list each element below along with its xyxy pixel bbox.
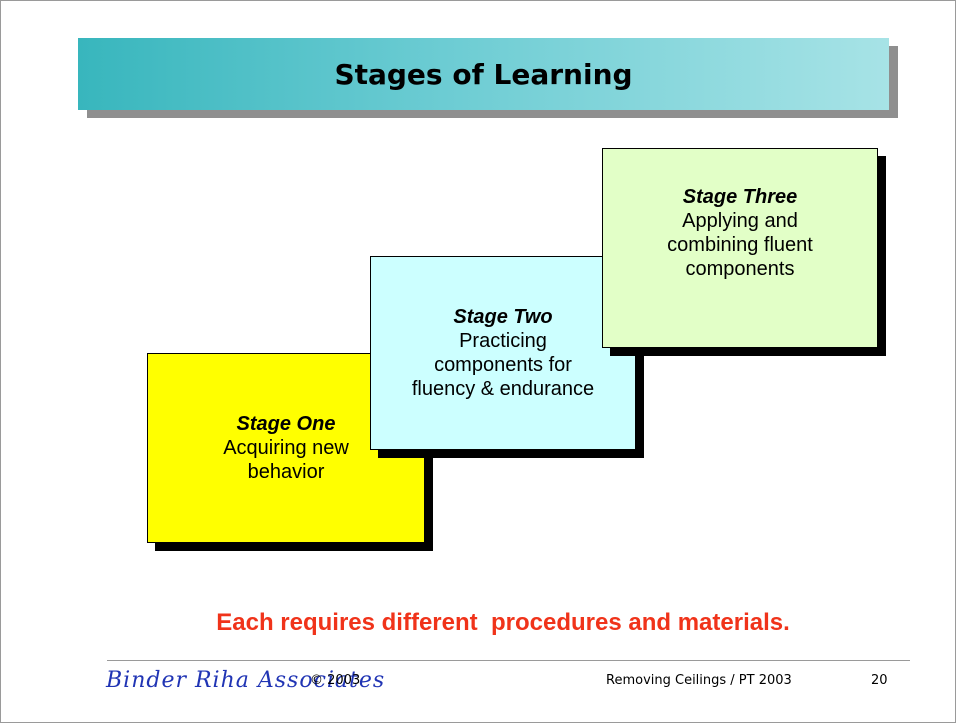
tagline: Each requires different procedures and m… (216, 609, 790, 636)
copyright: © 2003 (310, 673, 361, 688)
stage-three-line-3: components (685, 258, 795, 280)
brand-logo-text: Binder Riha Associates (106, 668, 386, 693)
stage-one-line-2: behavior (247, 461, 325, 483)
stage-three-box: Stage Three Applying and combining fluen… (602, 148, 878, 348)
slide-title: Stages of Learning (334, 57, 633, 91)
stage-two-line-1: Practicing (459, 330, 547, 352)
title-bar: Stages of Learning (78, 38, 889, 110)
stage-two-title: Stage Two (453, 306, 553, 328)
stage-one-line-1: Acquiring new (223, 437, 349, 459)
stage-one-title: Stage One (236, 413, 336, 435)
stage-two-line-2: components for (434, 354, 572, 376)
stage-three-line-2: combining fluent (667, 234, 813, 256)
footer-divider (107, 660, 910, 661)
stage-three-title: Stage Three (682, 186, 798, 208)
presentation-label: Removing Ceilings / PT 2003 (606, 673, 792, 688)
page-number: 20 (871, 673, 888, 688)
stage-three-line-1: Applying and (682, 210, 798, 232)
stage-two-box: Stage Two Practicing components for flue… (370, 256, 636, 450)
stage-two-line-3: fluency & endurance (411, 378, 595, 400)
